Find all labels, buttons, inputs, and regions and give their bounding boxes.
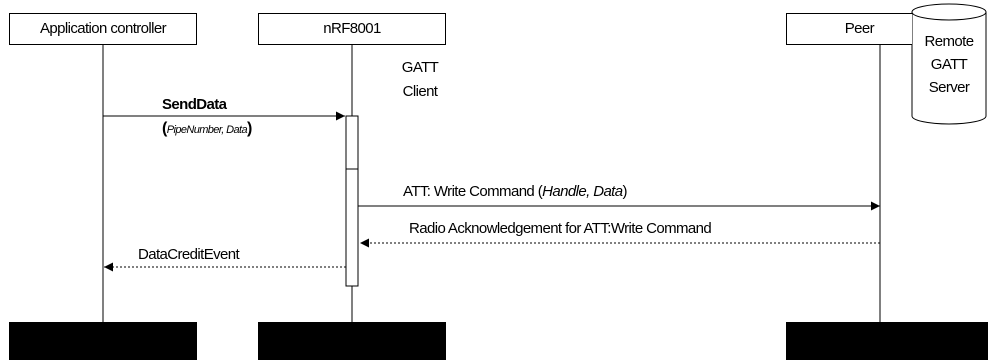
att-write-label: ATT: Write Command (Handle, Data) — [403, 183, 628, 201]
att-write-suffix: ) — [622, 183, 628, 200]
send-data-param-list: PipeNumber, Data — [166, 124, 248, 136]
remote-gatt-server-label: Remote GATT Server — [914, 30, 984, 99]
participant-peer-label: Peer — [844, 20, 875, 37]
nrf-footer-block — [258, 322, 446, 360]
participant-nrf-label: nRF8001 — [323, 20, 381, 37]
att-write-params: Handle, Data — [542, 183, 623, 200]
send-data-open-paren: ( — [162, 120, 167, 137]
nrf-activation-bar — [345, 115, 359, 287]
remote-line-1: Remote — [924, 33, 975, 50]
remote-line-3: Server — [928, 79, 970, 96]
send-data-close-paren: ) — [247, 120, 252, 137]
send-data-params: (PipeNumber, Data) — [162, 120, 252, 139]
gatt-client-line-1: GATT — [401, 59, 439, 76]
send-data-label: SendData — [162, 96, 227, 113]
app-footer-block — [9, 322, 197, 360]
participant-app: Application controller — [9, 13, 197, 45]
credit-event-label: DataCreditEvent — [138, 246, 240, 263]
gatt-client-line-2: Client — [402, 83, 438, 100]
database-cylinder-icon — [911, 3, 987, 125]
peer-footer-block — [786, 322, 988, 360]
remote-line-2: GATT — [930, 56, 968, 73]
participant-app-label: Application controller — [39, 20, 167, 37]
gatt-client-note: GATT Client — [388, 56, 452, 104]
participant-peer: Peer — [786, 13, 912, 45]
radio-ack-label: Radio Acknowledgement for ATT:Write Comm… — [409, 220, 712, 237]
att-write-prefix: ATT: Write Command ( — [403, 183, 543, 200]
participant-nrf: nRF8001 — [258, 13, 446, 45]
